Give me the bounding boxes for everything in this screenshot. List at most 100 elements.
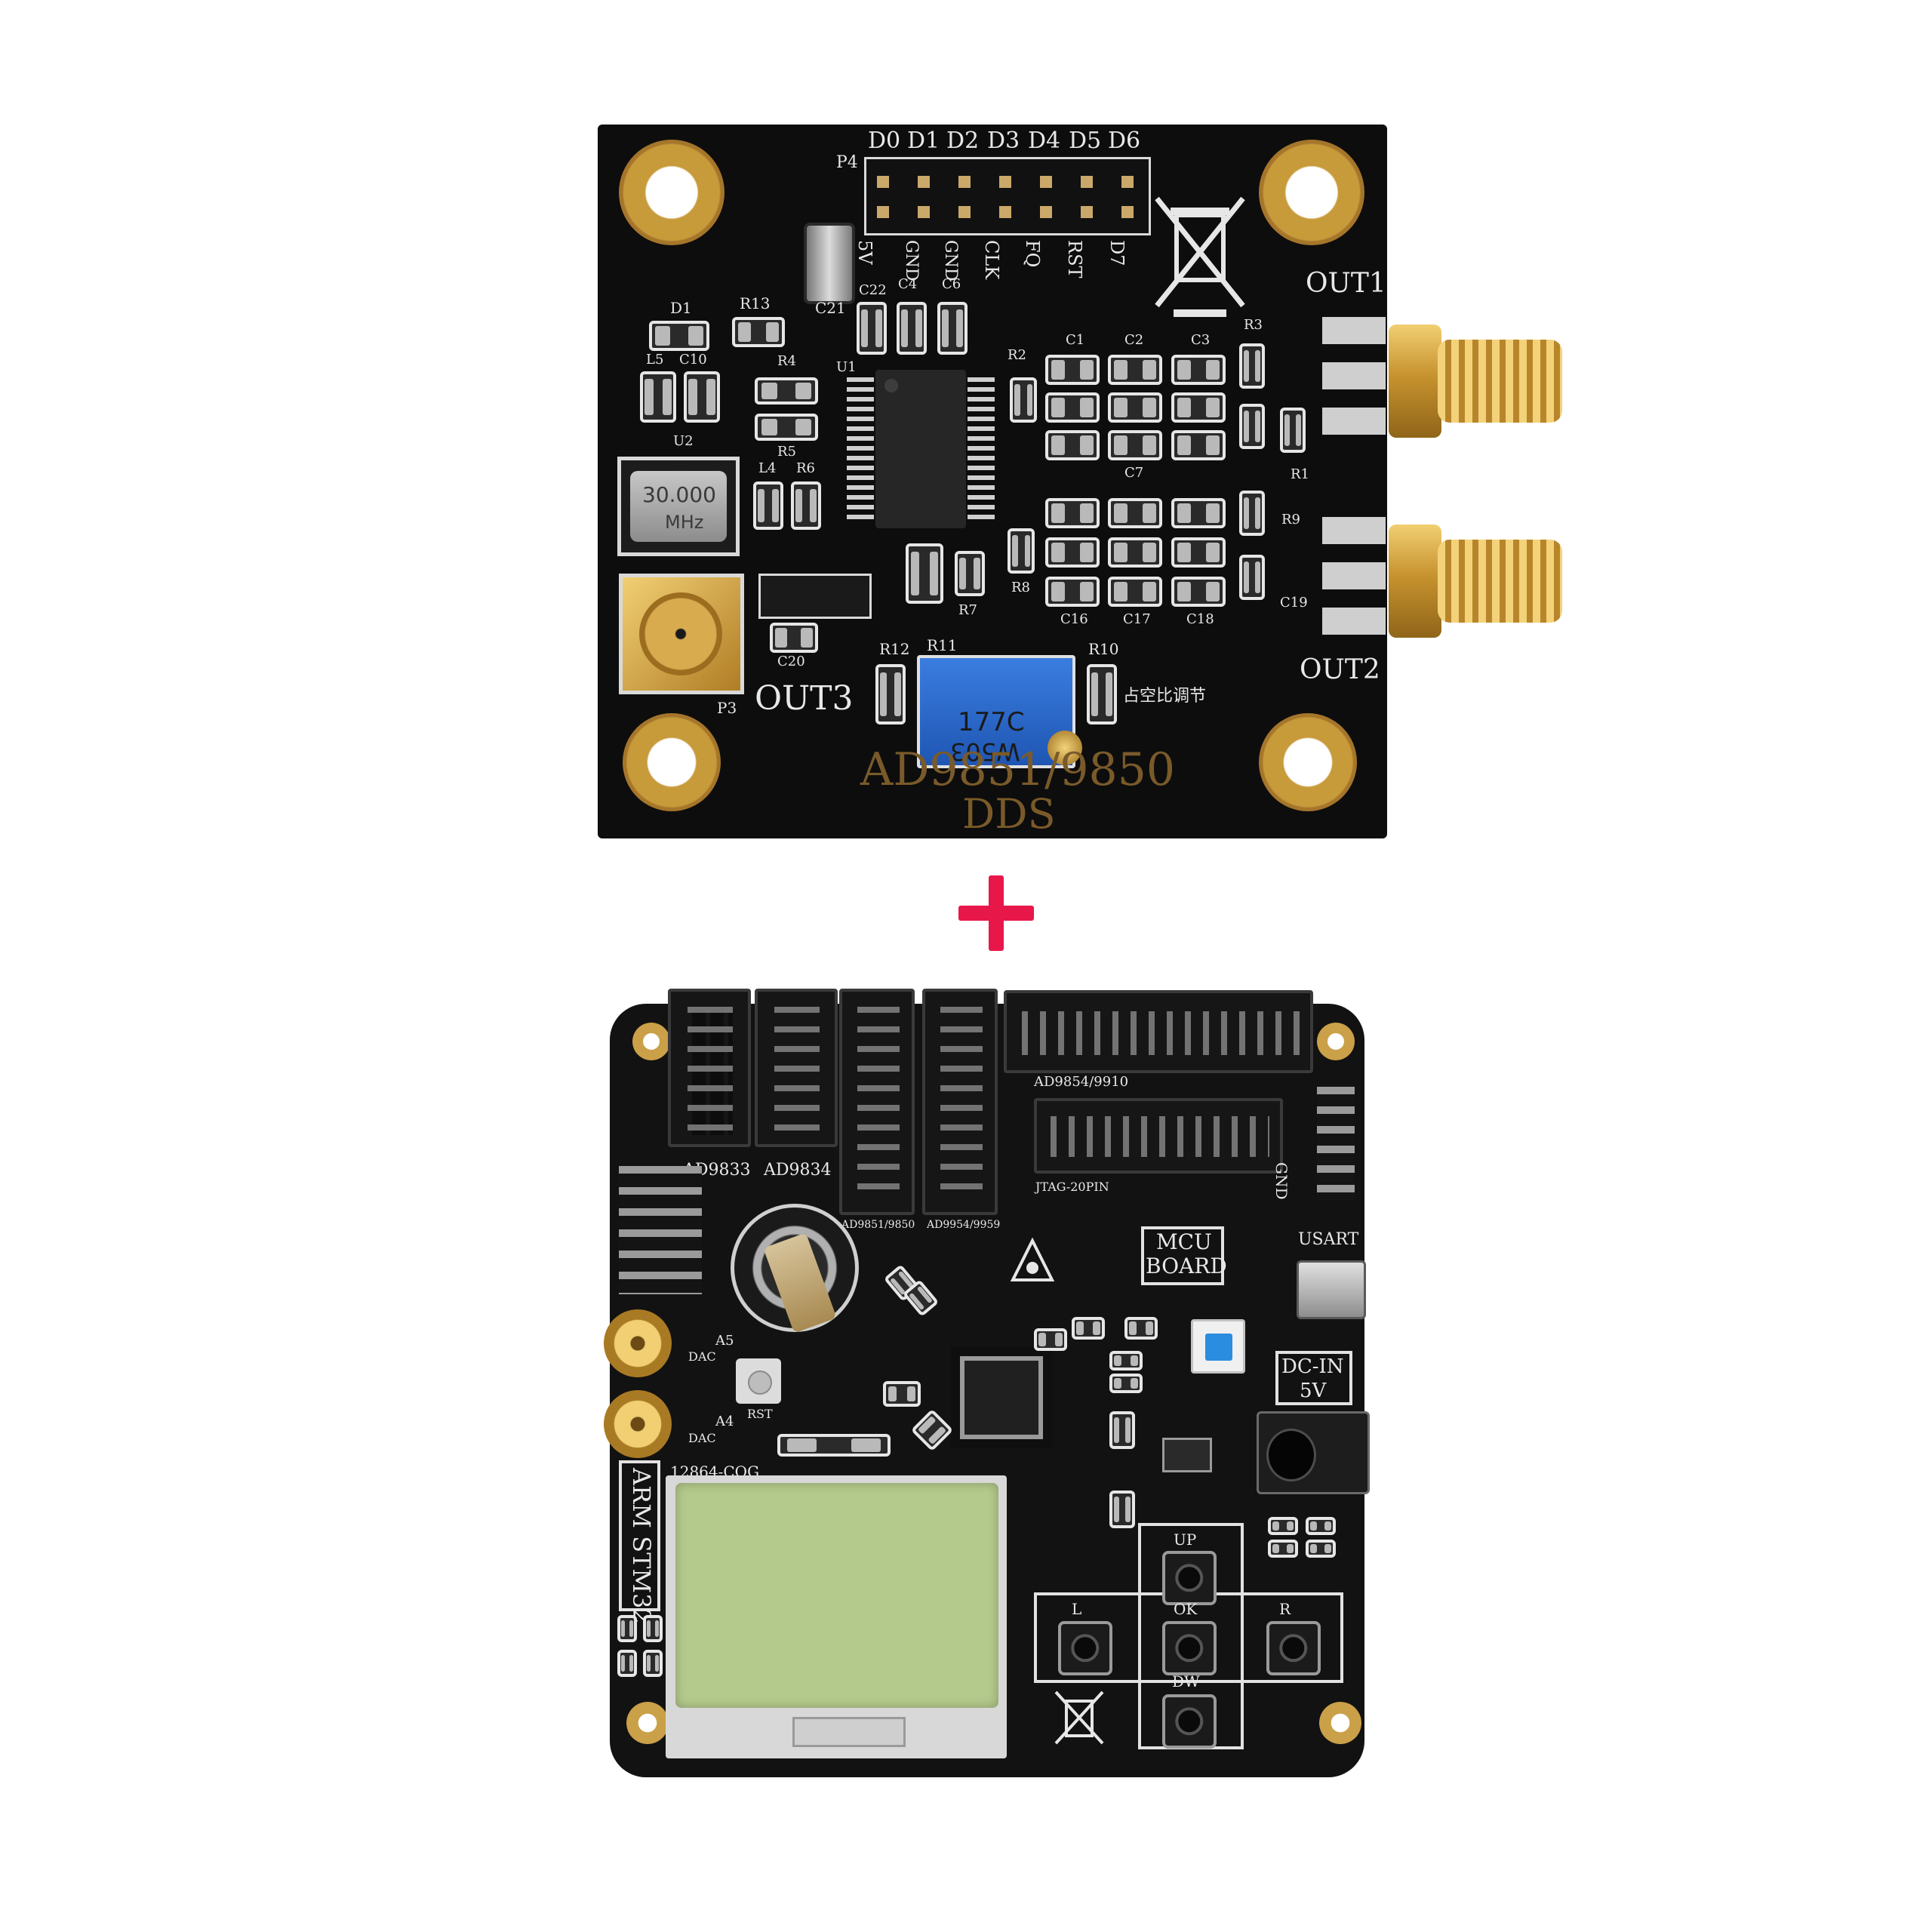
header-top-labels: D0 D1 D2 D3 D4 D5 D6: [868, 130, 1147, 157]
out3-label: OUT3: [755, 679, 854, 718]
sma-connector-dac-a4[interactable]: [604, 1390, 672, 1458]
board-title-dds: DDS: [962, 790, 1056, 838]
idc-connector-ad9851[interactable]: [839, 989, 915, 1215]
out1-label: OUT1: [1306, 268, 1386, 299]
button-down[interactable]: [1162, 1694, 1217, 1749]
button-left[interactable]: [1058, 1621, 1112, 1675]
a5-label: A5: [715, 1333, 734, 1349]
reset-button[interactable]: [736, 1358, 781, 1404]
capacitor: [906, 543, 943, 604]
capacitor: [1124, 1317, 1158, 1340]
button-ok[interactable]: [1162, 1621, 1217, 1675]
arm-stm32-label-box: [619, 1460, 660, 1611]
mounting-hole: [1319, 1702, 1361, 1744]
capacitor: [1072, 1317, 1105, 1340]
ref-label: C2: [1124, 332, 1144, 348]
resistor: [732, 317, 785, 347]
user-button-blue[interactable]: [1191, 1319, 1245, 1374]
mini-usb-port[interactable]: [1297, 1260, 1366, 1319]
mcu-label-line2: BOARD: [1146, 1254, 1227, 1278]
sma-connector-out2[interactable]: [1389, 525, 1441, 638]
pin-label: FQ: [1022, 240, 1043, 268]
ref-label: C19: [1280, 595, 1308, 611]
out2-label: OUT2: [1300, 654, 1380, 685]
capacitor: [1108, 392, 1162, 423]
button-up[interactable]: [1162, 1551, 1217, 1605]
dc-in-label-box: [1275, 1351, 1352, 1405]
pin-header[interactable]: [864, 157, 1151, 235]
sma-connector-out1-barrel[interactable]: [1438, 340, 1562, 423]
capacitor: [770, 623, 818, 653]
resistor: [1008, 528, 1035, 574]
resistor: [1268, 1540, 1298, 1558]
recycle-bin-icon: [1155, 196, 1245, 317]
resistor: [1010, 377, 1037, 423]
pin-label: D4: [1028, 128, 1061, 154]
pot-code-1: 177C: [958, 707, 1025, 737]
dc-power-jack[interactable]: [1257, 1411, 1370, 1494]
duty-adjust-label: 占空比调节: [1123, 687, 1207, 706]
pin-label: D0: [868, 128, 901, 154]
inductor: [640, 371, 676, 423]
capacitor: [883, 1381, 921, 1407]
mounting-hole: [623, 713, 721, 811]
crystal-frequency: 30.000: [642, 482, 716, 507]
mounting-hole: [626, 1702, 669, 1744]
pin-label: GND: [902, 240, 921, 281]
a4-label: A4: [715, 1414, 734, 1429]
sma-connector-dac-a5[interactable]: [604, 1309, 672, 1377]
ref-label: R2: [1008, 347, 1027, 363]
sma-pads-out2: [1322, 517, 1386, 638]
lcd-flex-cable: [792, 1717, 906, 1747]
header-prefix-label: P4: [836, 153, 858, 172]
idc-connector-ad9834[interactable]: [755, 989, 838, 1147]
left-pin-header[interactable]: [619, 1166, 702, 1294]
idc-connector-ad9833[interactable]: [668, 989, 751, 1147]
pin-label: 5V: [854, 240, 875, 265]
pin-label: D1: [907, 128, 940, 154]
resistor: [1239, 404, 1265, 449]
idc-connector-ad9854[interactable]: [1004, 990, 1313, 1073]
capacitor: [1045, 537, 1100, 568]
capacitor: [1045, 577, 1100, 607]
pin-label: D7: [1106, 240, 1128, 266]
capacitor: [1045, 498, 1100, 528]
crystal-oscillator: 30.000 MHz: [617, 457, 740, 556]
sma-connector-out3[interactable]: [619, 574, 744, 694]
recycle-bin-icon: [1054, 1690, 1104, 1745]
resistor: [1306, 1540, 1336, 1558]
ad9834-label: AD9834: [764, 1161, 832, 1180]
ref-label: C22: [859, 282, 887, 298]
capacitor: [1045, 392, 1100, 423]
capacitor: [1108, 430, 1162, 460]
idc-connector-ad9954[interactable]: [922, 989, 998, 1215]
resistor: [1306, 1517, 1336, 1535]
sma-connector-out2-barrel[interactable]: [1438, 540, 1562, 623]
dc-in-line2: 5V: [1300, 1380, 1327, 1402]
pin-label: RST: [1064, 240, 1085, 278]
ref-label: U1: [836, 359, 857, 375]
gnd-label: GND: [1272, 1162, 1291, 1200]
idc-connector-jtag[interactable]: [1034, 1098, 1283, 1174]
button-right[interactable]: [1266, 1621, 1321, 1675]
led: [643, 1650, 663, 1677]
resistor: [1239, 491, 1265, 536]
ref-label: D1: [670, 299, 692, 317]
ad9854-label: AD9854/9910: [1034, 1074, 1129, 1090]
dc-in-line1: DC-IN: [1281, 1355, 1344, 1378]
jumper-header[interactable]: [758, 574, 872, 619]
pot-adjust-screw[interactable]: [1048, 731, 1082, 765]
pin-label: D2: [946, 128, 980, 154]
capacitor: [1045, 355, 1100, 385]
resistor: [1268, 1517, 1298, 1535]
arm-stm32-label: ARM STM32: [627, 1468, 656, 1624]
side-pin-header[interactable]: [1317, 1087, 1355, 1200]
ref-label: R7: [958, 602, 978, 618]
ref-label: L4: [758, 460, 777, 476]
pin-label: GND: [941, 240, 960, 281]
ref-label: R11: [927, 636, 958, 654]
sma-connector-out1[interactable]: [1389, 325, 1441, 438]
ad9954-label: AD9954/9959: [927, 1219, 1001, 1231]
ad9851-label: AD9851/9850: [841, 1219, 915, 1231]
mounting-hole: [1317, 1023, 1355, 1060]
